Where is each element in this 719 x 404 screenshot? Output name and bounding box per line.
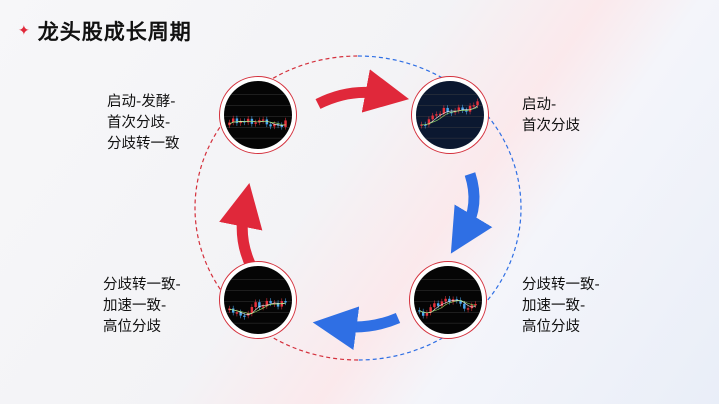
candle [239,312,242,316]
candle [474,303,477,306]
moving-average-line [229,302,286,314]
candle [243,315,246,317]
label-line: 加速一致- [522,298,586,314]
candle [442,107,446,114]
dashed-ring-red [194,55,359,361]
candle [463,303,466,309]
candle [273,302,276,305]
arrow-right-blue [450,172,493,254]
moving-average-line [419,300,476,314]
candle [446,107,449,112]
moving-average-line [229,120,286,126]
candle [465,110,468,112]
candle [444,298,447,302]
candle [429,307,432,313]
candle [261,119,265,121]
stage-label-top-right: 启动- 首次分歧 [522,95,580,137]
candle [284,301,287,303]
page-title: 龙头股成长周期 [37,20,192,44]
candle [269,124,272,127]
candle [438,113,442,116]
candle [231,308,235,313]
stage-node-top-left [219,76,297,154]
candle [239,121,242,124]
candlestick-chart [224,279,292,324]
candle [476,101,479,106]
stage-label-bottom-right: 分歧转一致- 加速一致- 高位分歧 [522,275,600,338]
label-line: 分歧转一致- [103,277,181,293]
candle [448,298,451,302]
dashed-ring-blue [357,55,522,361]
stage-node-bottom-right [409,261,487,339]
label-line: 高位分歧 [522,319,580,335]
candle [254,122,257,124]
slide-title: ✦ 龙头股成长周期 [18,16,192,46]
stage-label-bottom-left: 分歧转一致- 加速一致- 高位分歧 [103,275,181,338]
candle [258,120,261,123]
candle [276,302,280,307]
stage-node-top-right [411,76,489,154]
candle [457,107,461,111]
candle [435,114,438,116]
candle [436,303,440,306]
candle [421,311,425,316]
candlestick-chart [416,94,484,139]
candle [269,300,272,304]
candle [427,119,431,125]
candle [235,312,239,314]
label-line: 分歧转一致- [522,277,600,293]
label-line: 分歧转一致 [107,136,180,152]
candle [280,125,284,127]
candle [461,107,464,111]
stage-node-bottom-left [219,261,297,339]
label-line: 启动-发酵- [107,94,176,110]
moving-average-line [421,107,478,126]
candlestick-chart [224,94,292,139]
sparkle-icon: ✦ [18,23,30,39]
candle [254,302,257,308]
candle [250,307,254,314]
candlestick-chart [414,279,482,324]
candle [284,120,287,127]
candle [466,308,470,310]
candle [423,124,427,126]
candle [425,312,429,316]
arrow-left-red [219,183,263,271]
moving-average-line [421,105,478,126]
candle [420,124,423,126]
candle [265,119,269,125]
moving-average-line [419,299,476,314]
label-line: 首次分歧- [107,115,171,131]
label-line: 高位分歧 [103,319,161,335]
candle [433,303,436,308]
candle [231,118,235,123]
candle [459,300,462,304]
candle [440,301,444,306]
label-line: 启动- [522,97,557,113]
candle [468,105,472,112]
label-line: 加速一致- [103,298,167,314]
arrow-bottom-blue [312,306,401,350]
stage-label-top-left: 启动-发酵- 首次分歧- 分歧转一致 [107,92,180,155]
candle [273,124,276,127]
candle [470,305,474,309]
moving-average-line [229,302,286,315]
candle [235,118,239,124]
candle [246,118,250,123]
candle [265,300,269,307]
arrow-top-red [315,69,410,113]
candle [431,115,434,120]
candle [258,302,261,308]
candle [261,306,265,308]
candle [472,105,476,107]
label-line: 首次分歧 [522,118,580,134]
